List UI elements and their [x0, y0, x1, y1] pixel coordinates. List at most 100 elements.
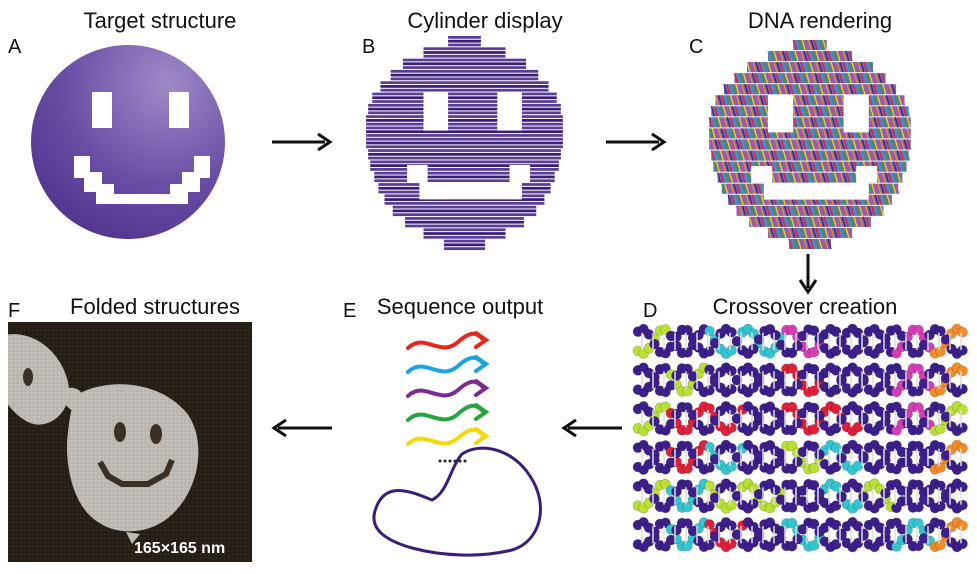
base-pair-stroke	[732, 95, 738, 106]
base-pair-stroke	[820, 72, 826, 84]
base-pair-stroke	[848, 50, 853, 62]
nucleotide-bead	[935, 403, 946, 414]
base-pair-stroke	[876, 117, 881, 128]
smiley-cutout	[751, 166, 773, 183]
base-pair-stroke	[738, 117, 743, 128]
nucleotide-bead	[786, 386, 798, 397]
base-pair-stroke	[734, 150, 739, 161]
base-pair-stroke	[821, 106, 826, 117]
base-pair-stroke	[753, 205, 759, 217]
base-pair-stroke	[826, 161, 832, 172]
base-pair-stroke	[795, 117, 800, 128]
base-pair-stroke	[712, 161, 718, 172]
base-pair-stroke	[825, 205, 831, 217]
base-pair-stroke	[781, 161, 787, 172]
base-pair-stroke	[800, 106, 805, 117]
base-pair-stroke	[809, 238, 814, 250]
cylinder-row	[374, 179, 555, 183]
base-pair-stroke	[776, 150, 781, 161]
base-pair-stroke	[768, 139, 773, 150]
nucleotide-bead	[775, 378, 787, 389]
nucleotide-bead	[874, 497, 886, 509]
base-pair-stroke	[793, 216, 798, 228]
nucleotide-bead	[704, 539, 715, 551]
base-pair-stroke	[897, 117, 902, 128]
base-pair-stroke	[728, 150, 733, 161]
crossover-helix-model	[632, 322, 972, 554]
nucleotide-bead	[940, 372, 952, 384]
base-pair-stroke	[879, 117, 884, 128]
base-pair-stroke	[885, 128, 890, 139]
base-pair-stroke	[835, 216, 840, 228]
nucleotide-bead	[786, 424, 798, 436]
base-pair-stroke	[819, 95, 825, 106]
nucleotide-bead	[770, 445, 781, 457]
base-pair-stroke	[746, 172, 752, 183]
nucleotide-bead	[748, 382, 759, 394]
base-pair-stroke	[852, 84, 857, 95]
base-pair-stroke	[776, 50, 781, 62]
base-pair-stroke	[722, 150, 727, 161]
base-pair-stroke	[799, 72, 805, 84]
base-pair-stroke	[822, 128, 827, 139]
nucleotide-bead	[665, 380, 677, 391]
base-pair-stroke	[865, 72, 871, 84]
base-pair-stroke	[848, 150, 853, 161]
base-pair-stroke	[767, 150, 772, 161]
base-pair-stroke	[825, 84, 830, 95]
base-pair-stroke	[714, 128, 719, 139]
base-pair-stroke	[900, 139, 905, 150]
dna-row	[734, 73, 886, 84]
base-pair-stroke	[836, 150, 841, 161]
nucleotide-bead	[902, 379, 913, 390]
base-pair-stroke	[822, 117, 827, 128]
base-pair-stroke	[896, 106, 901, 117]
base-pair-stroke	[846, 139, 851, 150]
base-pair-stroke	[800, 61, 805, 73]
nucleotide-bead	[913, 347, 924, 358]
base-pair-stroke	[891, 128, 896, 139]
base-pair-stroke	[788, 227, 793, 239]
cylinder-row	[384, 201, 545, 205]
base-pair-stroke	[848, 61, 853, 73]
base-pair-stroke	[832, 216, 837, 228]
cylinder-row	[403, 66, 526, 69]
base-pair-stroke	[831, 117, 836, 128]
nucleotide-bead	[874, 459, 886, 470]
base-pair-stroke	[887, 106, 892, 117]
base-pair-stroke	[790, 72, 796, 84]
base-pair-stroke	[792, 139, 797, 150]
nucleotide-bead	[682, 347, 693, 358]
cylinder-display	[366, 36, 563, 250]
base-pair-stroke	[830, 227, 835, 239]
base-pair-stroke	[716, 172, 722, 183]
nucleotide-bead	[913, 402, 924, 413]
nucleotide-bead	[682, 463, 693, 474]
nucleotide-bead	[786, 347, 798, 359]
base-pair-stroke	[883, 183, 888, 194]
base-pair-stroke	[724, 161, 730, 172]
cylinder-row	[366, 134, 563, 137]
base-pair-stroke	[879, 128, 884, 139]
base-pair-stroke	[804, 117, 809, 128]
base-pair-stroke	[839, 227, 844, 239]
base-pair-stroke	[881, 172, 887, 183]
nucleotide-bead	[858, 491, 869, 503]
base-pair-stroke	[742, 183, 747, 194]
base-pair-stroke	[819, 40, 824, 51]
nucleotide-bead	[671, 408, 682, 420]
base-pair-stroke	[778, 216, 783, 228]
base-pair-stroke	[798, 205, 804, 217]
base-pair-stroke	[729, 128, 734, 139]
base-pair-stroke	[834, 128, 839, 139]
base-pair-stroke	[751, 216, 756, 228]
base-pair-stroke	[711, 139, 716, 150]
cylinder-row	[423, 54, 506, 58]
panel-letter-f: F	[8, 300, 21, 322]
base-pair-stroke	[867, 139, 872, 150]
base-pair-stroke	[742, 72, 748, 84]
nucleotide-bead	[935, 519, 946, 530]
nucleotide-bead	[808, 479, 820, 491]
base-pair-stroke	[795, 84, 800, 95]
nucleotide-bead	[913, 463, 924, 474]
